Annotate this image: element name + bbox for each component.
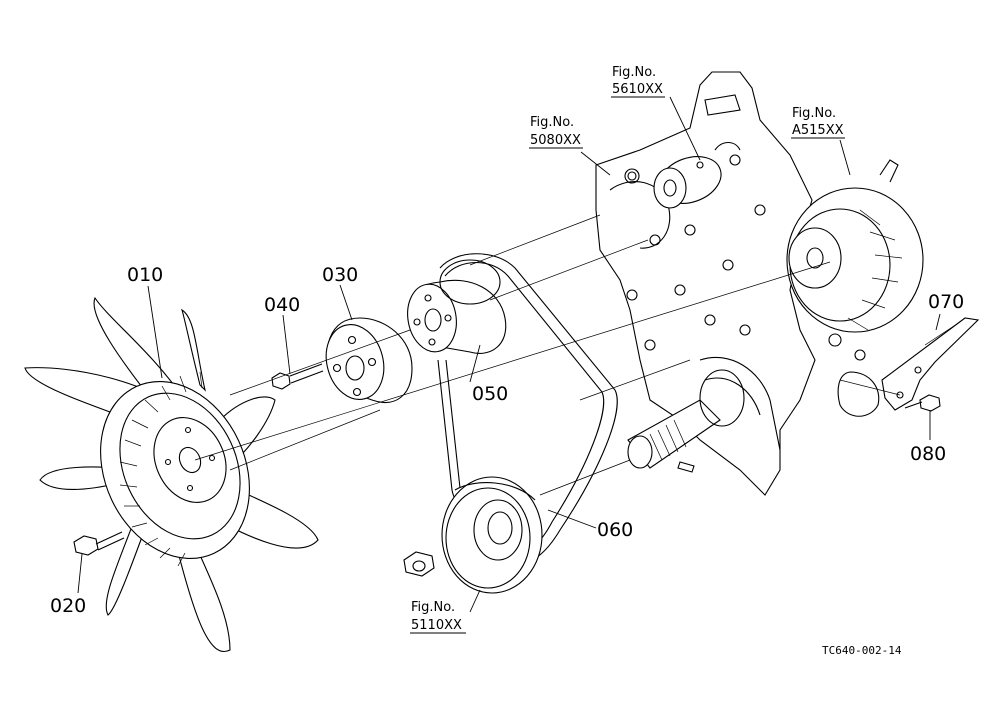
part-number-040: 040 xyxy=(264,294,300,316)
part-number-020: 020 xyxy=(50,595,86,617)
bracket-bolt xyxy=(904,394,941,412)
fig-ref-label: Fig.No. xyxy=(530,115,574,130)
fig-ref-label: Fig.No. xyxy=(792,106,836,121)
part-number-050: 050 xyxy=(472,383,508,405)
fig-ref-label: Fig.No. xyxy=(411,600,455,615)
part-number-070: 070 xyxy=(928,291,964,313)
fan-spacer xyxy=(325,317,413,403)
gear-case xyxy=(595,71,816,496)
part-number-080: 080 xyxy=(910,443,946,465)
alternator xyxy=(786,159,924,417)
fig-ref-number: A515XX xyxy=(792,123,844,138)
cooling-fan xyxy=(24,296,319,652)
part-number-060: 060 xyxy=(597,519,633,541)
spacer-bolt xyxy=(271,363,324,390)
part-number-030: 030 xyxy=(322,264,358,286)
part-number-010: 010 xyxy=(127,264,163,286)
fan-pulley xyxy=(407,259,507,354)
fan-bolt xyxy=(73,531,125,556)
crankshaft-pulley xyxy=(441,476,543,594)
fig-ref-number: 5080XX xyxy=(530,133,581,148)
fig-ref-5080: Fig.No. 5080XX xyxy=(529,115,583,149)
fig-ref-number: 5110XX xyxy=(411,618,462,633)
leader-lines xyxy=(77,96,941,613)
alignment-lines xyxy=(194,214,901,496)
fig-ref-number: 5610XX xyxy=(612,82,663,97)
crankshaft-nut xyxy=(403,551,435,577)
crankshaft xyxy=(627,369,745,473)
fig-ref-label: Fig.No. xyxy=(612,65,656,80)
fig-ref-5110: Fig.No. 5110XX xyxy=(410,600,466,634)
fig-ref-5610: Fig.No. 5610XX xyxy=(611,65,665,98)
water-pump-pulley xyxy=(653,156,722,209)
belt-cover-bracket xyxy=(881,317,980,411)
drawing-code: TC640-002-14 xyxy=(822,644,902,657)
fig-ref-a515: Fig.No. A515XX xyxy=(791,106,845,139)
